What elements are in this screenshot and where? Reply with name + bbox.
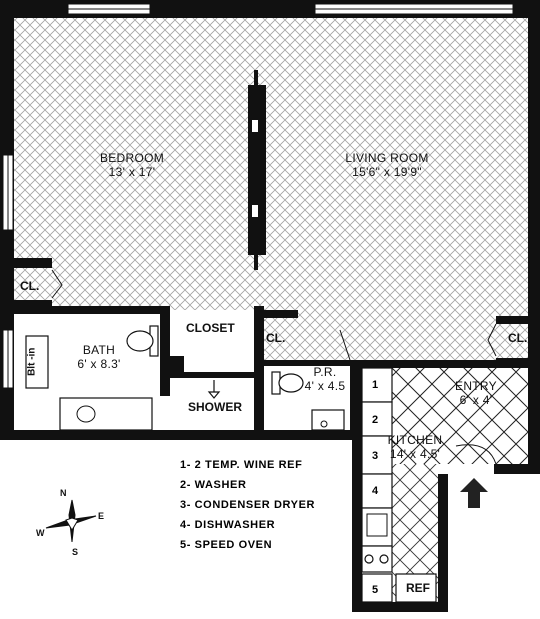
bath-door-bar xyxy=(94,310,166,314)
entrance-arrow-icon xyxy=(460,478,488,508)
legend-item-1: 1- 2 TEMP. WINE REF xyxy=(180,459,303,471)
appliance-number-4: 4 xyxy=(372,485,379,497)
powder-room-label: P.R. 4' x 4.5 xyxy=(302,365,348,394)
entry-label: ENTRY 6' x 4' xyxy=(448,379,504,408)
ref-label: REF xyxy=(406,581,430,595)
bath-toilet xyxy=(126,325,159,357)
room-divider xyxy=(248,70,266,270)
hall-floor xyxy=(290,310,350,364)
appliance-number-2: 2 xyxy=(372,414,379,426)
kitchen-name: KITCHEN xyxy=(387,433,443,447)
appliance-number-3: 3 xyxy=(372,450,379,462)
kitchen-dims: 14' x 4.5' xyxy=(389,446,441,461)
bedroom-floor xyxy=(14,18,254,310)
compass-n: N xyxy=(60,488,67,498)
appliance-number-5: 5 xyxy=(372,584,379,596)
closet-doors xyxy=(51,269,497,357)
legend-item-5: 5- SPEED OVEN xyxy=(180,539,273,551)
compass-w: W xyxy=(36,528,45,538)
closet-left-label: CL. xyxy=(20,279,40,293)
compass-s: S xyxy=(72,547,79,557)
closet-label: CLOSET xyxy=(186,321,235,335)
pr-toilet xyxy=(271,371,304,395)
cooktop xyxy=(364,554,389,564)
entry-name: ENTRY xyxy=(455,379,497,393)
bath-sink xyxy=(76,405,96,423)
shower-label: SHOWER xyxy=(188,400,242,414)
legend-item-4: 4- DISHWASHER xyxy=(180,519,276,531)
closet-floor xyxy=(170,314,254,356)
legend-item-3: 3- CONDENSER DRYER xyxy=(180,499,316,511)
built-in-label: Blt -in xyxy=(26,347,38,376)
pr-sink xyxy=(311,409,345,431)
entry-floor xyxy=(392,368,528,464)
bath-dims: 6' x 8.3' xyxy=(77,356,121,371)
bedroom-name: BEDROOM xyxy=(99,151,165,165)
bedroom-label: BEDROOM 13' x 17' xyxy=(92,151,172,180)
living-room-label: LIVING ROOM 15'6" x 19'9" xyxy=(332,151,442,180)
compass-rose-icon xyxy=(45,499,97,543)
compass-e: E xyxy=(98,511,105,521)
living-room-floor xyxy=(254,18,530,364)
bath-label: BATH 6' x 8.3' xyxy=(70,343,128,372)
closet-right-label: CL. xyxy=(508,331,528,345)
entry-dims: 6' x 4' xyxy=(459,392,493,407)
kitchen-label: KITCHEN 14' x 4.5' xyxy=(384,433,446,462)
pr-door xyxy=(339,329,351,361)
kitchen-sink xyxy=(366,513,388,537)
legend-item-2: 2- WASHER xyxy=(180,479,247,491)
builtin-cabinet xyxy=(25,335,49,389)
powder-room-name: P.R. xyxy=(313,365,337,379)
powder-room-dims: 4' x 4.5 xyxy=(304,378,346,393)
appliance-number-1: 1 xyxy=(372,379,379,391)
shower-floor xyxy=(170,378,254,430)
shower-head xyxy=(207,380,221,399)
bath-name: BATH xyxy=(82,343,116,357)
entry-door xyxy=(455,444,497,465)
bedroom-dims: 13' x 17' xyxy=(108,164,156,179)
windows xyxy=(2,3,514,389)
living-room-dims: 15'6" x 19'9" xyxy=(352,164,422,179)
living-room-name: LIVING ROOM xyxy=(345,151,429,165)
closet-mid-label: CL. xyxy=(266,331,286,345)
vanity xyxy=(59,397,153,431)
